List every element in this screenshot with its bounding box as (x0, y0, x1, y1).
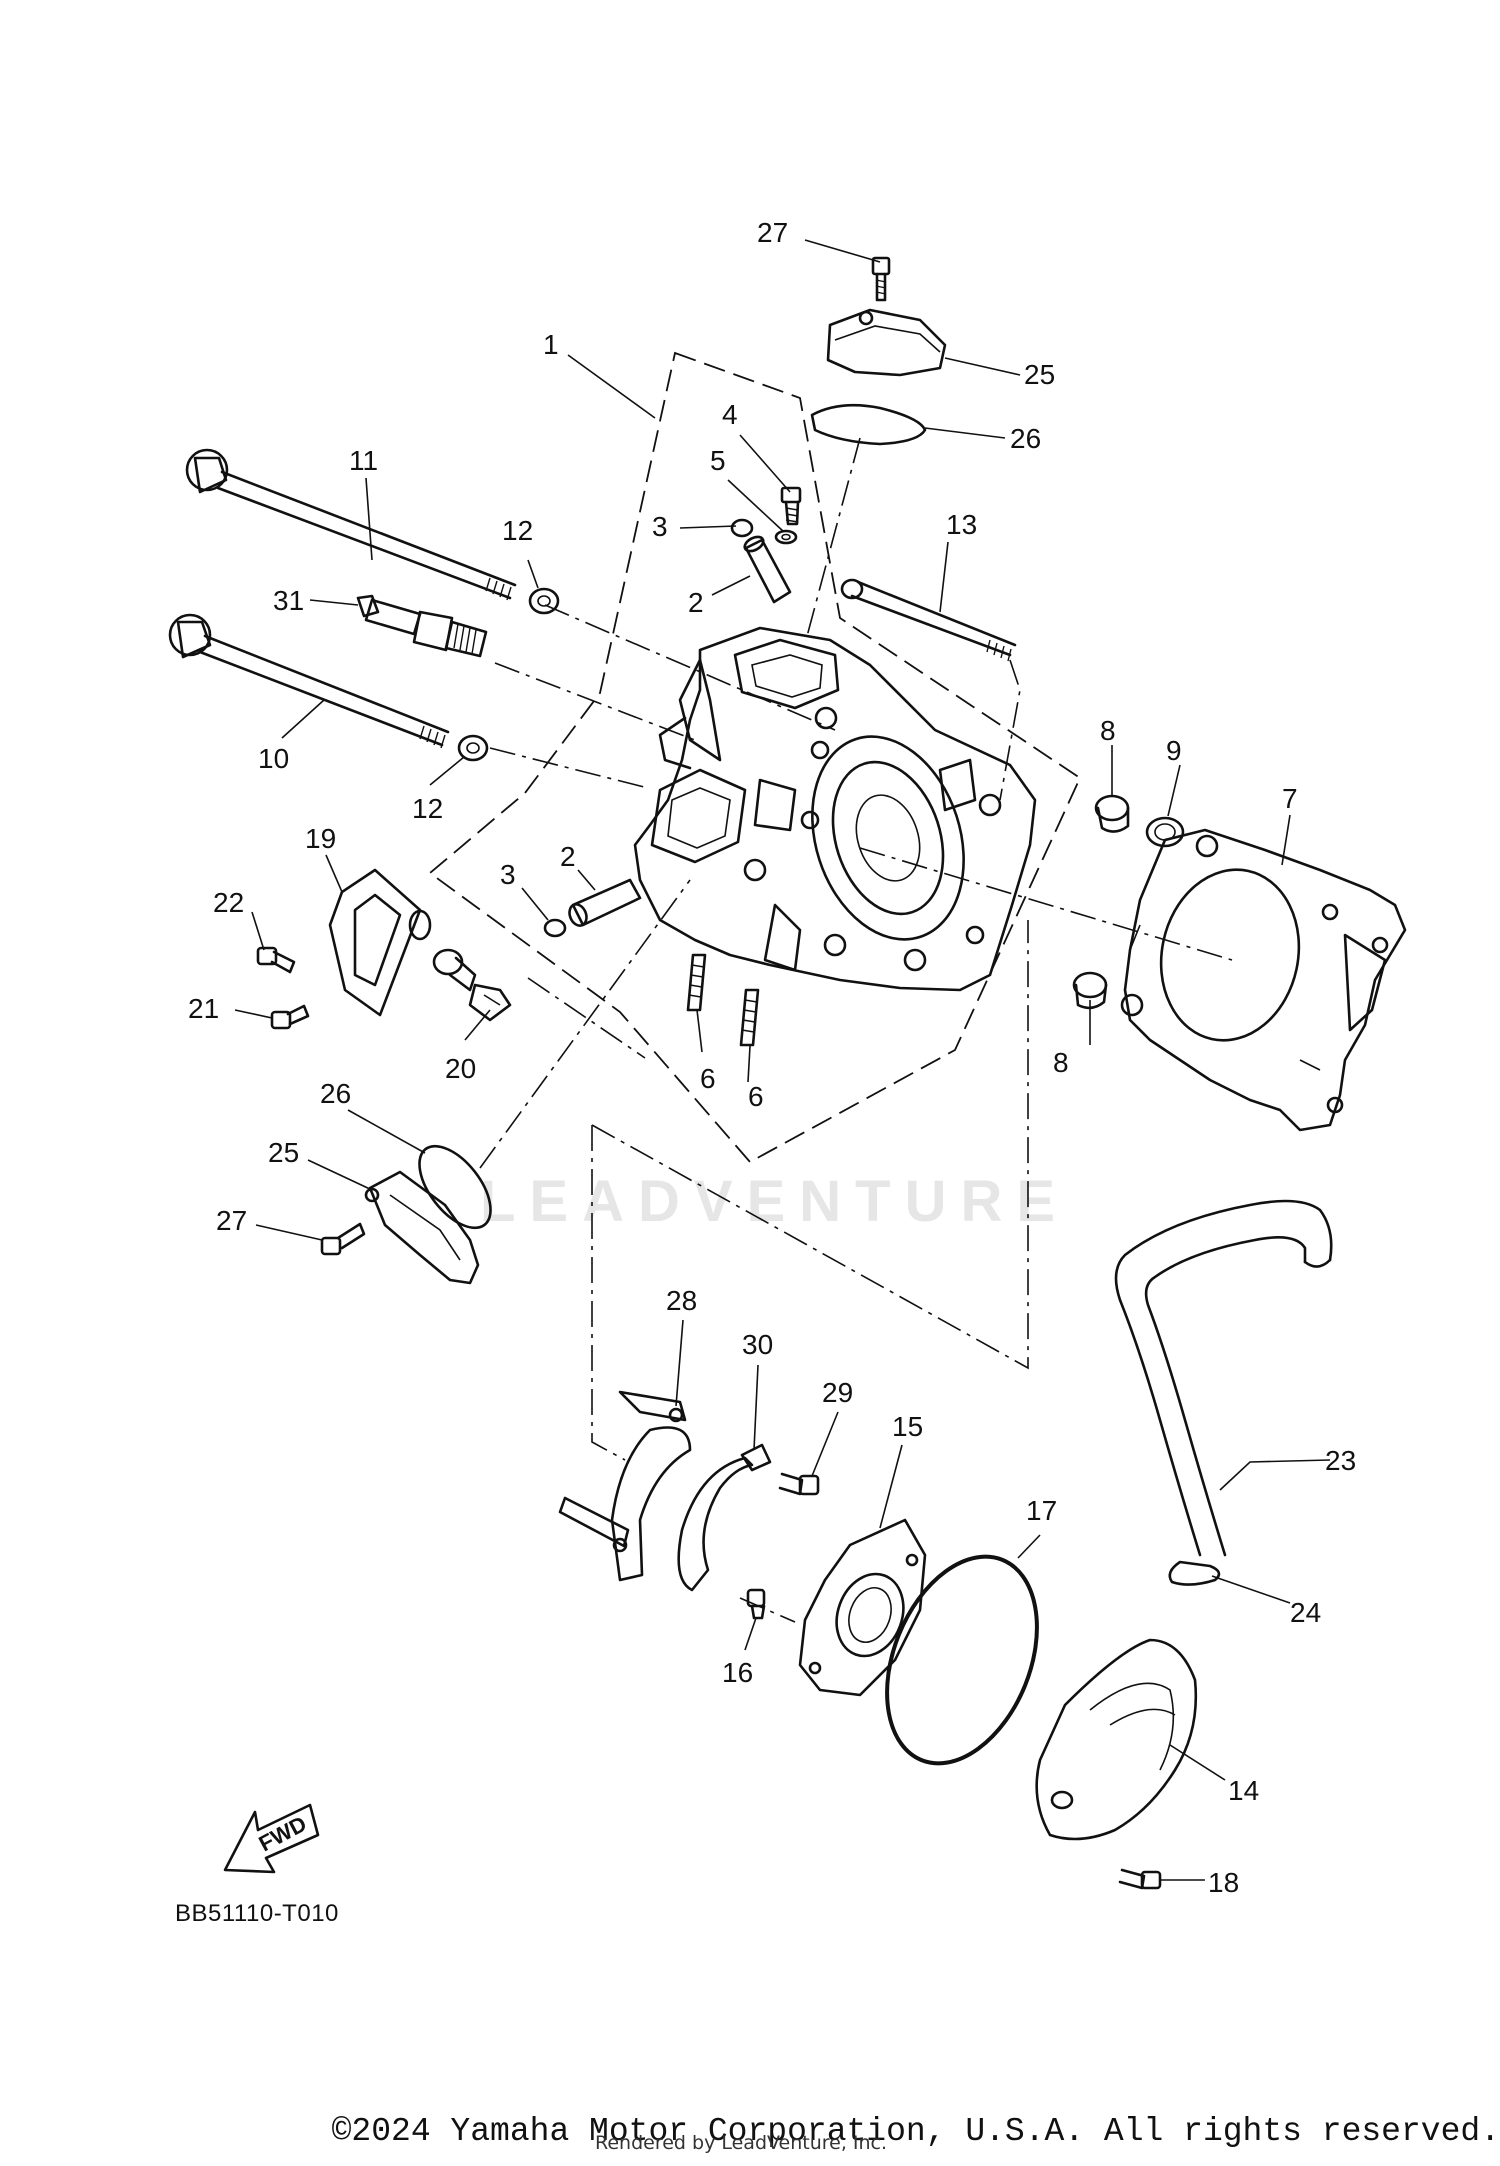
callout-17: 17 (1026, 1495, 1057, 1526)
hose-23 (1114, 1199, 1333, 1557)
callout-26-left: 26 (320, 1078, 351, 1109)
leader-lines (234, 239, 1331, 1881)
callout-4: 4 (722, 399, 738, 430)
cap-top (826, 308, 947, 377)
o-ring-9 (1145, 816, 1185, 848)
assembly-center-lines (479, 437, 1233, 1623)
bolt-top (871, 256, 891, 302)
callout-6-right: 6 (748, 1081, 764, 1112)
cylinder-head-gasket (1120, 828, 1407, 1132)
callout-9: 9 (1166, 735, 1182, 766)
callout-12-bottom: 12 (412, 793, 443, 824)
rendered-by-text: Rendered by LeadVenture, Inc. (595, 2132, 888, 2154)
bolt-11 (185, 448, 517, 601)
copyright-text: ©2024 Yamaha Motor Corporation, U.S.A. A… (331, 2113, 1500, 2150)
bolt-13 (840, 578, 1017, 662)
washer-12-bottom (457, 734, 489, 762)
washer-12-top (528, 587, 560, 615)
gasket-left (418, 1144, 492, 1230)
callout-14: 14 (1228, 1775, 1259, 1806)
clip-24 (1168, 1560, 1221, 1586)
callout-25-left: 25 (268, 1137, 299, 1168)
bolt-18 (1118, 1868, 1162, 1890)
callout-12-top: 12 (502, 515, 533, 546)
callout-13: 13 (946, 509, 977, 540)
callout-29: 29 (822, 1377, 853, 1408)
sensor-20 (432, 948, 512, 1022)
clip-30 (677, 1443, 772, 1592)
callout-18: 18 (1208, 1867, 1239, 1898)
callout-28: 28 (666, 1285, 697, 1316)
callout-6-left: 6 (700, 1063, 716, 1094)
bolt-22 (256, 946, 296, 974)
dowel-pin-8-top (1094, 794, 1130, 833)
callout-2-top: 2 (688, 587, 704, 618)
callout-1: 1 (543, 329, 559, 360)
dowel-pin-8-bottom (1072, 971, 1108, 1010)
o-ring-3-left (543, 918, 567, 938)
callout-22: 22 (213, 887, 244, 918)
callout-3-top: 3 (652, 511, 668, 542)
cap-left (364, 1170, 480, 1285)
bolt-29 (778, 1472, 820, 1496)
stud-6-right (739, 988, 760, 1047)
callout-5: 5 (710, 445, 726, 476)
callout-numbers: 27 25 26 1 4 5 3 2 11 12 31 13 10 12 8 9… (188, 217, 1356, 1898)
callout-21: 21 (188, 993, 219, 1024)
stud-6-left (686, 953, 707, 1012)
washer-5 (774, 529, 798, 545)
bolt-21 (270, 1004, 310, 1030)
callout-25-top: 25 (1024, 359, 1055, 390)
callout-3-left: 3 (500, 859, 516, 890)
spark-plug (356, 594, 488, 658)
bolt-4 (780, 486, 802, 526)
callout-31: 31 (273, 585, 304, 616)
callout-16: 16 (722, 1657, 753, 1688)
callout-8-bottom: 8 (1053, 1047, 1069, 1078)
callout-15: 15 (892, 1411, 923, 1442)
dowel-pin-2-left (568, 878, 642, 927)
callout-19: 19 (305, 823, 336, 854)
bolt-10 (168, 613, 450, 749)
callout-30: 30 (742, 1329, 773, 1360)
callout-26-top: 26 (1010, 423, 1041, 454)
bolt-left (320, 1222, 366, 1256)
callout-11: 11 (349, 445, 378, 476)
callout-27-left: 27 (216, 1205, 247, 1236)
gasket-top (810, 403, 927, 446)
cylinder-head-assembly-outline (428, 351, 1082, 1164)
bracket-19 (328, 868, 432, 1017)
callout-24: 24 (1290, 1597, 1321, 1628)
callout-2-left: 2 (560, 841, 576, 872)
plate-15 (798, 1518, 927, 1697)
dowel-pin-2-top (743, 535, 792, 604)
callout-27-top: 27 (757, 217, 788, 248)
callout-20: 20 (445, 1053, 476, 1084)
cylinder-head (633, 626, 1037, 992)
bolt-16 (746, 1588, 766, 1620)
fwd-arrow-icon: FWD (223, 1803, 320, 1874)
callout-8-top: 8 (1100, 715, 1116, 746)
o-ring-17 (885, 1554, 1039, 1766)
callout-23: 23 (1325, 1445, 1356, 1476)
callout-10: 10 (258, 743, 289, 774)
o-ring-3-top (730, 518, 754, 538)
callout-7: 7 (1282, 783, 1298, 814)
cover-14 (1035, 1638, 1198, 1841)
diagram-code: BB51110-T010 (175, 1900, 339, 1927)
holder-28 (558, 1390, 692, 1582)
